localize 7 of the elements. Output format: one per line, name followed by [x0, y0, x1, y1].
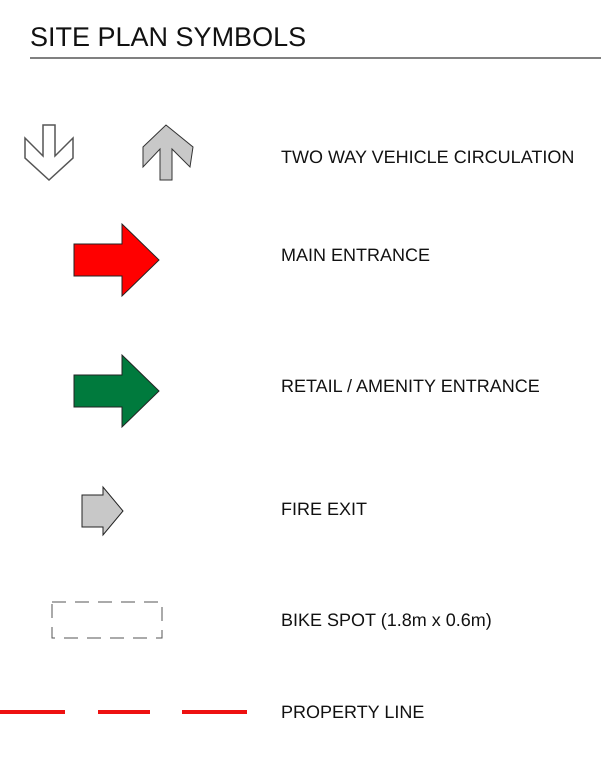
legend-label: TWO WAY VEHICLE CIRCULATION	[281, 147, 576, 168]
legend-label: RETAIL / AMENITY ENTRANCE	[281, 376, 541, 397]
legend-label: BIKE SPOT (1.8m x 0.6m)	[281, 610, 493, 631]
legend-label: PROPERTY LINE	[281, 702, 426, 723]
legend-label: MAIN ENTRANCE	[281, 245, 432, 266]
legend-label: FIRE EXIT	[281, 499, 368, 520]
title: SITE PLAN SYMBOLS	[30, 22, 306, 53]
